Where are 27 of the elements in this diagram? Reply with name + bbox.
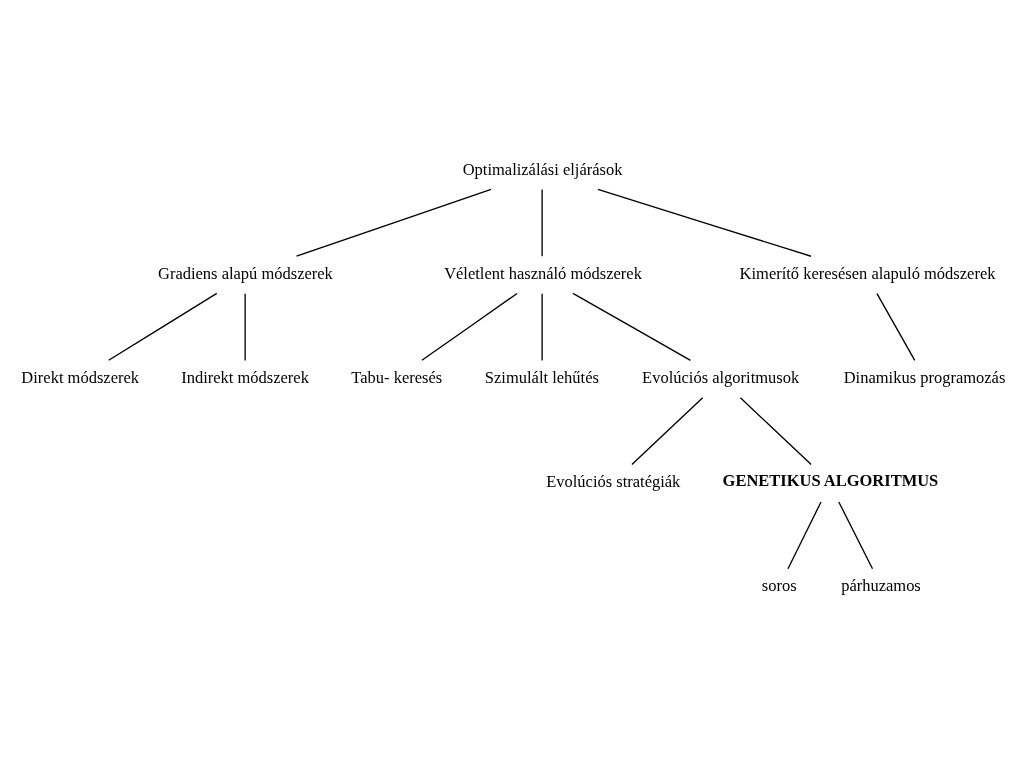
node-text: Optimalizálási eljárások <box>462 159 622 179</box>
node-text: Tabu- keresés <box>350 367 442 387</box>
connector <box>596 188 812 257</box>
connector <box>243 293 246 362</box>
node-text: Evolúciós stratégiák <box>545 472 680 492</box>
node-text: Szimulált lehűtés <box>484 367 599 387</box>
node-text: Véletlent használó módszerek <box>443 263 642 283</box>
connector <box>540 188 543 257</box>
connector <box>630 397 703 466</box>
connector <box>295 188 492 257</box>
connector <box>837 501 873 570</box>
connector <box>571 292 691 361</box>
node-text: Kimerítő keresésen alapuló módszerek <box>739 263 995 283</box>
connector <box>540 293 543 362</box>
node-text: párhuzamos <box>840 576 921 596</box>
node-text: Gradiens alapú módszerek <box>157 263 333 283</box>
node-text: Evolúciós algoritmusok <box>641 367 799 387</box>
node-text: Indirekt módszerek <box>180 367 309 387</box>
connector <box>875 293 915 362</box>
connector <box>107 292 217 361</box>
node-text: soros <box>761 576 797 596</box>
connector <box>420 292 518 361</box>
connector <box>739 397 812 466</box>
node-text: GENETIKUS ALGORITMUS <box>722 471 938 491</box>
connector <box>786 501 822 570</box>
node-text: Dinamikus programozás <box>843 367 1005 387</box>
node-text: Direkt módszerek <box>20 367 139 387</box>
